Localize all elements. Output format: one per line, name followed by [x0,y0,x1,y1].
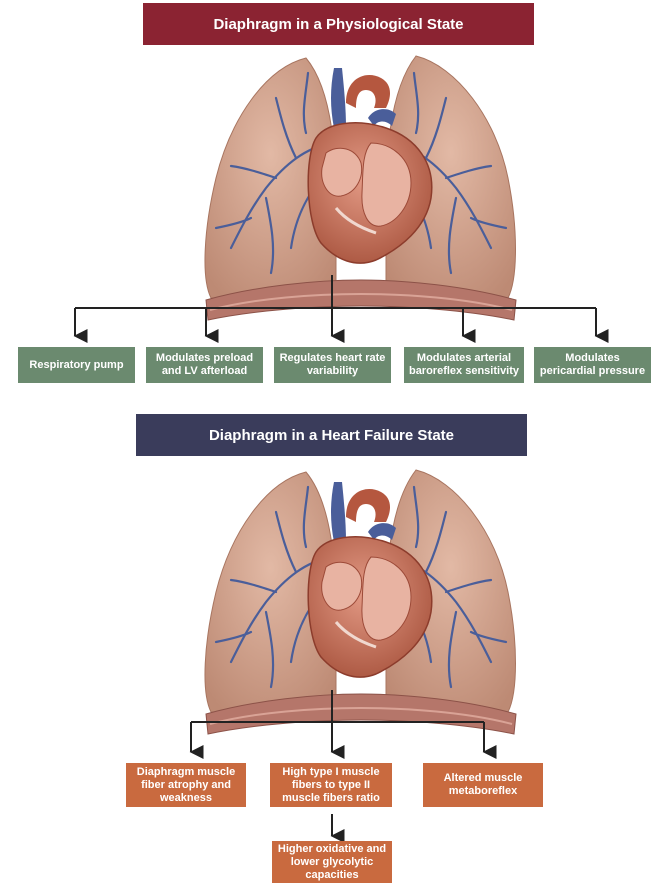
muscle-metaboreflex-box: Altered muscle metaboreflex [423,763,543,807]
pericardial-pressure-box: Modulates pericardial pressure [534,347,651,383]
fiber-type-ratio-box: High type I muscle fibers to type II mus… [270,763,392,807]
thorax-physiological-illustration [205,56,516,320]
heart-rate-variability-box: Regulates heart rate variability [274,347,391,383]
heart-failure-state-title: Diaphragm in a Heart Failure State [136,414,527,456]
oxidative-glycolytic-box: Higher oxidative and lower glycolytic ca… [272,841,392,883]
baroreflex-sensitivity-box: Modulates arterial baroreflex sensitivit… [404,347,524,383]
thorax-heart-failure-illustration [205,470,516,734]
physiological-state-title: Diaphragm in a Physiological State [143,3,534,45]
respiratory-pump-box: Respiratory pump [18,347,135,383]
fiber-atrophy-box: Diaphragm muscle fiber atrophy and weakn… [126,763,246,807]
preload-afterload-box: Modulates preload and LV afterload [146,347,263,383]
